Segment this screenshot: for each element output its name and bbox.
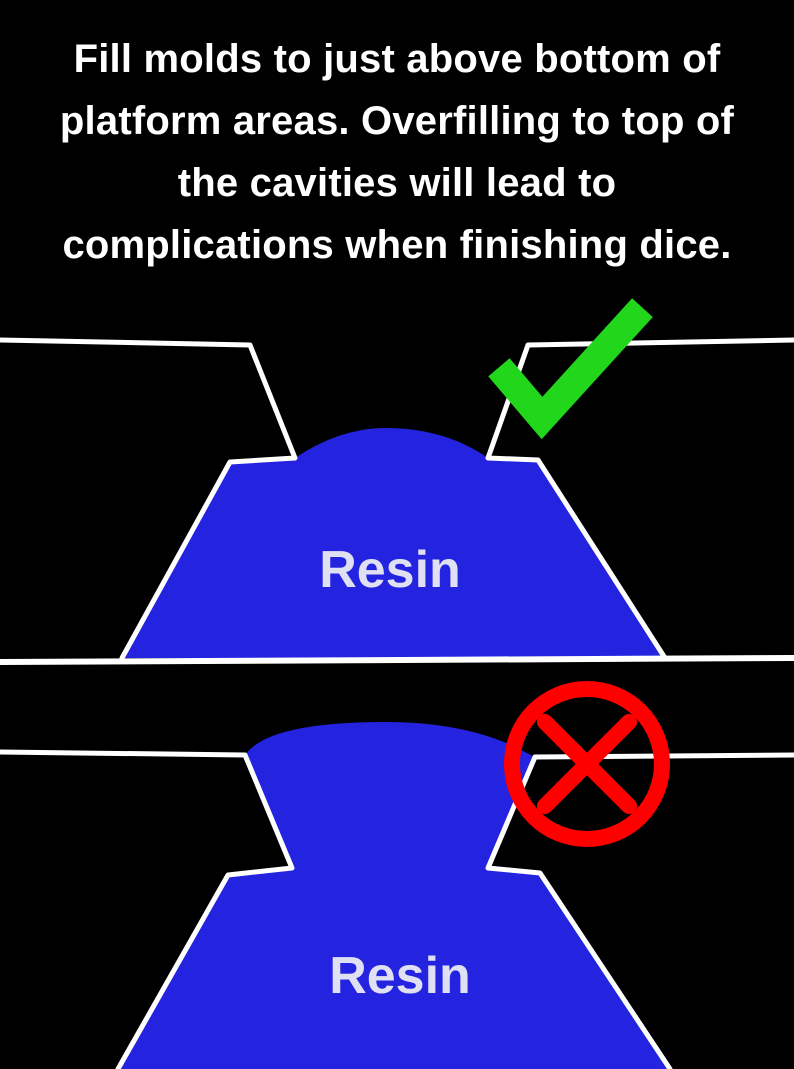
- instruction-text: Fill molds to just above bottom of platf…: [0, 28, 794, 276]
- correct-resin-fill: [122, 428, 665, 658]
- correct-fill-panel: Resin: [0, 298, 794, 661]
- panel-divider: [0, 655, 794, 665]
- instruction-line-2: platform areas. Overfilling to top of: [59, 99, 735, 143]
- overfilled-resin-fill: [118, 722, 670, 1069]
- instruction-line-1: Fill molds to just above bottom of: [73, 37, 721, 81]
- instruction-line-3: the cavities will lead to: [177, 161, 617, 205]
- correct-resin-label: Resin: [319, 541, 461, 599]
- overfilled-mold-outline: [0, 749, 295, 1069]
- overfilled-mold-outline-right: [485, 752, 794, 1069]
- green-check-icon: [488, 298, 653, 440]
- instruction-line-4: complications when finishing dice.: [62, 223, 732, 267]
- red-x-circle-icon: [504, 681, 670, 847]
- overfilled-resin-label: Resin: [329, 947, 471, 1005]
- correct-mold-outline: [0, 337, 298, 661]
- incorrect-fill-panel: Resin: [0, 681, 794, 1069]
